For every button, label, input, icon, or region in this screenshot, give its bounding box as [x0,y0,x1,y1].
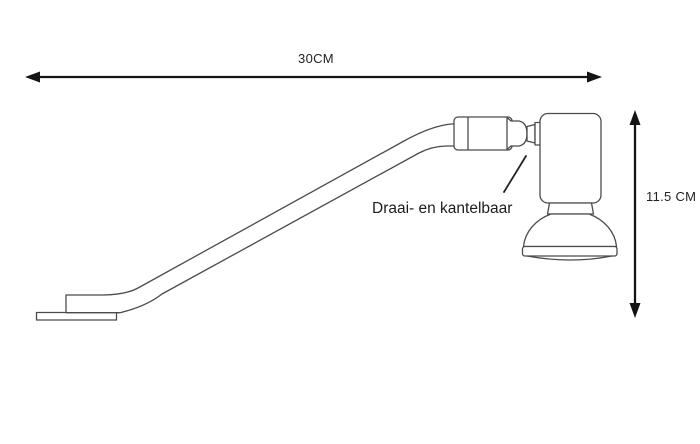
height-arrow-top-icon [629,110,641,125]
reflector-bell [522,213,618,248]
width-dimension-label: 30CM [298,51,334,66]
reflector-rim [521,245,618,257]
lens-arc [526,255,613,261]
annotation-leader-line [503,155,527,193]
lamp-drawing [35,112,618,321]
height-arrow-bottom-icon [629,303,641,318]
arm-sleeve [453,116,513,151]
socket-neck [546,202,595,215]
height-dimension-label: 11.5 CM [646,189,696,204]
joint-annotation-label: Draai- en kantelbaar [372,200,512,217]
joint-annotation: Draai- en kantelbaar [372,155,527,217]
arm-tube [65,123,456,314]
width-dimension: 30CM [25,51,602,83]
height-dimension: 11.5 CM [629,110,696,318]
width-arrow-right-icon [587,71,602,83]
width-arrow-left-icon [25,71,40,83]
arm-snout [506,116,528,151]
base-plate [35,311,118,321]
head-body [539,112,602,204]
swivel-joint [526,123,536,144]
